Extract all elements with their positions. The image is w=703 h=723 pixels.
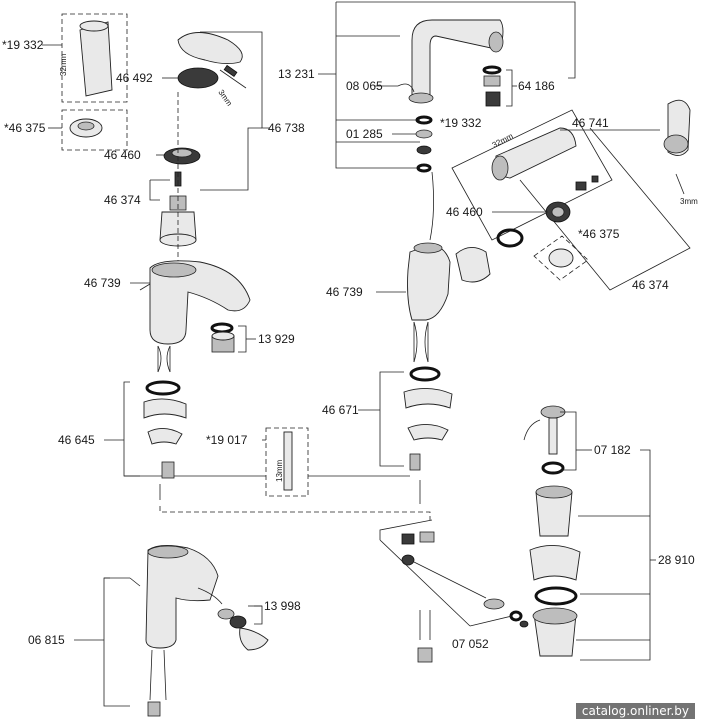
- label-19017: *19 017: [206, 433, 248, 447]
- label-07052: 07 052: [452, 637, 489, 651]
- label-46374-right: 46 374: [632, 278, 669, 292]
- label-46739-left: 46 739: [84, 276, 121, 290]
- dim-32mm-left: 32mm: [59, 53, 68, 76]
- nut-46460-left: [163, 147, 201, 165]
- label-46492: 46 492: [116, 71, 153, 85]
- dim-32mm-right: 32mm: [491, 131, 515, 150]
- faucet-body-right: [407, 242, 451, 363]
- label-07182: 07 182: [594, 443, 631, 457]
- tool-19332-left: 32mm: [59, 13, 128, 103]
- label-46739-right: 46 739: [326, 285, 363, 299]
- label-46375-left: *46 375: [4, 121, 46, 135]
- bidet-mixer: [129, 545, 269, 717]
- dim-3mm-right: 3mm: [680, 197, 698, 206]
- label-46374-left: 46 374: [104, 193, 141, 207]
- label-19332-left: *19 332: [2, 38, 44, 52]
- mounting-set-46645: [143, 380, 187, 500]
- part-46375-left: [61, 109, 128, 151]
- label-46460-left: 46 460: [104, 148, 141, 162]
- part-46375-right: [533, 235, 589, 281]
- aerator-13929-left: [210, 322, 235, 353]
- watermark: catalog.onliner.by: [575, 703, 695, 719]
- label-46671: 46 671: [322, 403, 359, 417]
- tool-19017: 13mm: [265, 427, 309, 497]
- label-46460-right: 46 460: [446, 205, 483, 219]
- cartridge-46374-right: [455, 247, 491, 283]
- label-13929: 13 929: [258, 332, 295, 346]
- label-13231: 13 231: [278, 67, 315, 81]
- mounting-set-46671: [403, 366, 453, 504]
- label-19332-right: *19 332: [440, 116, 482, 130]
- lever-handle-left: 3mm: [177, 32, 247, 108]
- label-01285: 01 285: [346, 127, 383, 141]
- label-64186: 64 186: [518, 79, 555, 93]
- nut-46460-right: [496, 201, 571, 248]
- aerator-64186: [482, 65, 502, 107]
- cartridge-46374-left: [159, 171, 197, 247]
- popup-waste: [523, 405, 581, 657]
- label-46375-right: *46 375: [578, 227, 620, 241]
- label-28910: 28 910: [658, 553, 695, 567]
- dim-13mm: 13mm: [275, 459, 284, 482]
- lever-handle-right: 3mm: [663, 99, 698, 206]
- seal-stack-01285: [415, 115, 433, 173]
- part-08065: [397, 83, 415, 93]
- popup-rod-07052: [401, 531, 529, 663]
- label-46738: 46 738: [268, 121, 305, 135]
- label-46645: 46 645: [58, 433, 95, 447]
- label-46741: 46 741: [572, 116, 609, 130]
- pullout-spout: [408, 19, 504, 104]
- label-06815: 06 815: [28, 633, 65, 647]
- label-13998: 13 998: [264, 599, 301, 613]
- faucet-body-left: [139, 260, 251, 373]
- label-08065: 08 065: [346, 79, 383, 93]
- dim-3mm-left: 3mm: [216, 88, 234, 108]
